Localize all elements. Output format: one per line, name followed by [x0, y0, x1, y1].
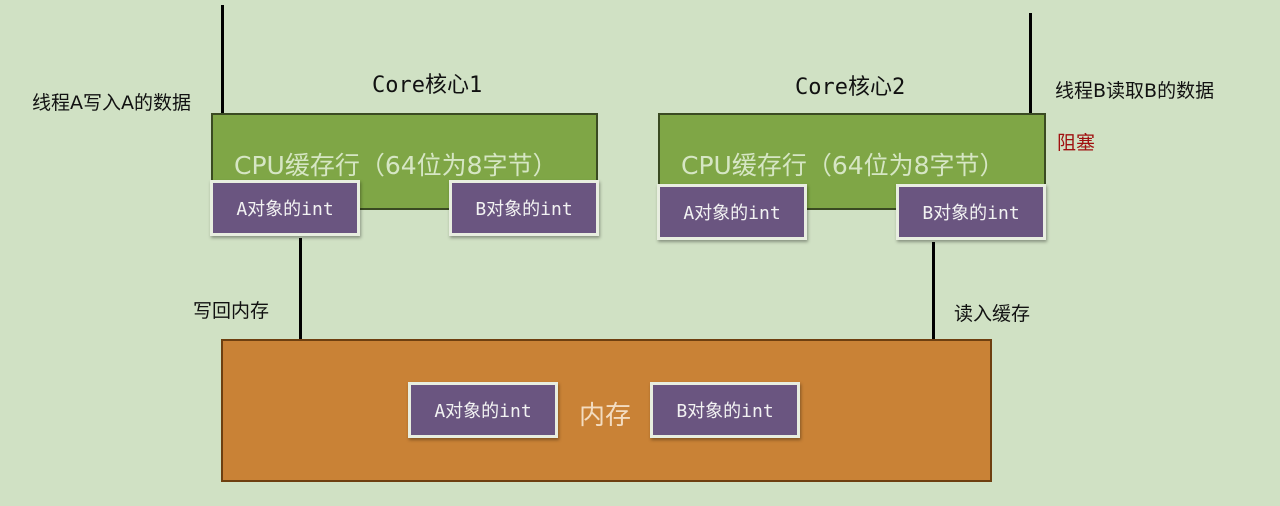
thread-b-line	[1029, 13, 1032, 185]
read-in-line	[932, 242, 935, 412]
write-back-line	[299, 238, 302, 410]
memory-label: 内存	[579, 401, 632, 431]
core-2-a-int-slot: A对象的int	[657, 184, 807, 240]
thread-b-read-label: 线程B读取B的数据	[1055, 80, 1215, 102]
core-1-b-int-slot: B对象的int	[449, 180, 599, 236]
memory-b-int-slot: B对象的int	[650, 382, 800, 438]
core-2-title: Core核心2	[795, 75, 906, 100]
memory-block	[221, 339, 992, 482]
read-in-label: 读入缓存	[954, 303, 1031, 325]
thread-a-line	[221, 5, 224, 185]
write-back-label: 写回内存	[193, 300, 270, 322]
core-1-title: Core核心1	[372, 73, 483, 98]
core-2-b-int-slot: B对象的int	[896, 184, 1046, 240]
blocked-label: 阻塞	[1057, 132, 1096, 154]
core-2-cache-line-label: CPU缓存行（64位为8字节）	[681, 151, 1005, 180]
core-1-a-int-slot: A对象的int	[210, 180, 360, 236]
memory-a-int-slot: A对象的int	[408, 382, 558, 438]
thread-a-write-label: 线程A写入A的数据	[32, 92, 191, 114]
core-1-cache-line-label: CPU缓存行（64位为8字节）	[234, 151, 558, 180]
